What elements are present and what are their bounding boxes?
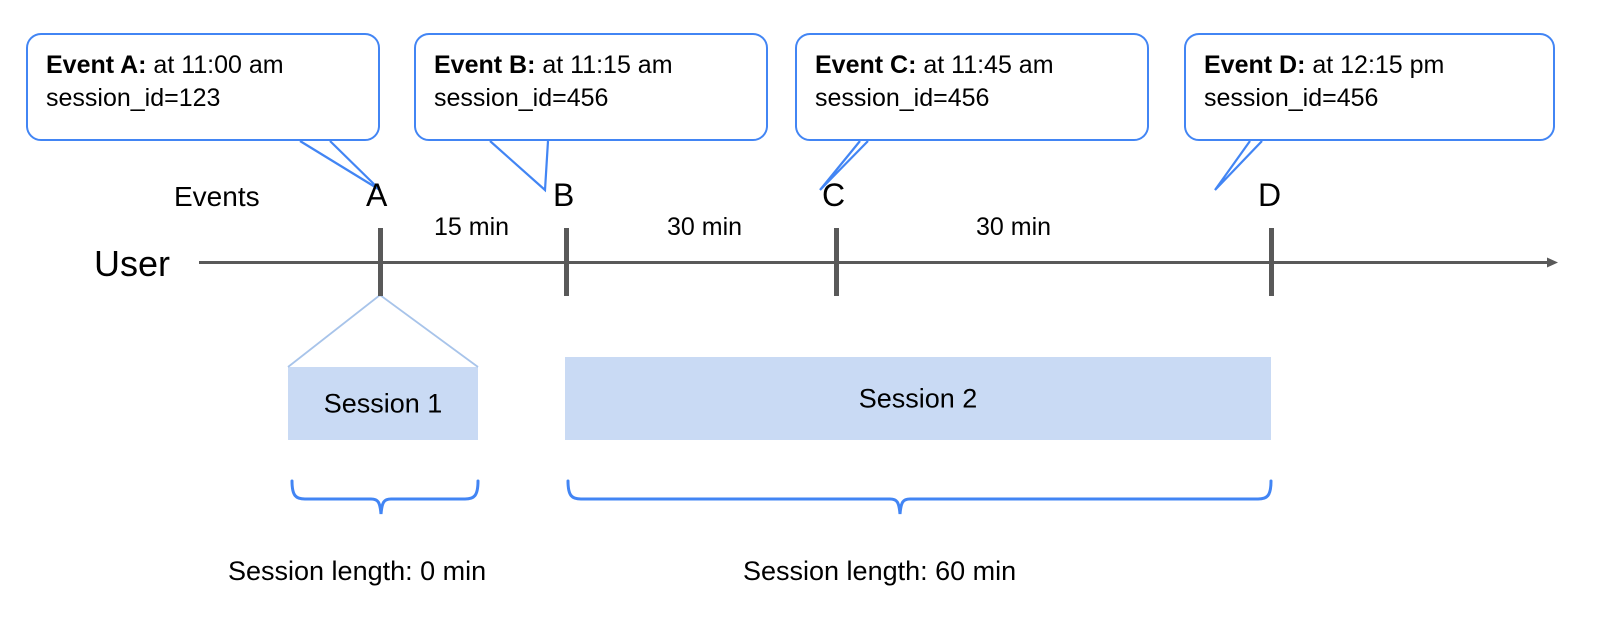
callout-b-session-id: session_id=456 (434, 84, 609, 113)
timeline-axis (199, 261, 1489, 264)
tick-mark-c (834, 228, 839, 296)
callout-c-time: at 11:45 am (916, 51, 1054, 79)
callout-tail-d (1214, 140, 1263, 191)
session1-funnel (287, 293, 479, 368)
event-marker-label-b: B (553, 177, 575, 213)
session-length-label-1: Session length: 0 min (228, 556, 487, 586)
callout-c-title: Event C: (815, 51, 917, 79)
event-marker-label-a: A (366, 177, 388, 213)
interval-label-a-b: 15 min (434, 213, 510, 241)
callout-b-title: Event B: (434, 51, 536, 79)
session-bar-1-label: Session 1 (323, 388, 443, 418)
callout-d-title: Event D: (1204, 51, 1306, 79)
tick-mark-a (378, 228, 383, 296)
tick-mark-b (564, 228, 569, 296)
callout-event-a[interactable]: Event A: at 11:00 am session_id=123 (26, 33, 380, 141)
session-length-label-2: Session length: 60 min (743, 556, 1017, 586)
callout-tail-b (489, 140, 550, 193)
event-marker-label-c: C (822, 177, 846, 213)
interval-label-c-d: 30 min (976, 213, 1052, 241)
callout-event-d[interactable]: Event D: at 12:15 pm session_id=456 (1184, 33, 1555, 141)
callout-a-session-id: session_id=123 (46, 84, 221, 113)
callout-event-b[interactable]: Event B: at 11:15 am session_id=456 (414, 33, 768, 141)
callout-b-line1: Event B: at 11:15 am (434, 51, 673, 79)
event-marker-label-d: D (1258, 177, 1282, 213)
callout-a-title: Event A: (46, 51, 147, 79)
session-bar-2-label: Session 2 (858, 383, 978, 413)
tick-mark-d (1269, 228, 1274, 296)
callout-c-session-id: session_id=456 (815, 84, 990, 113)
session-bar-2[interactable]: Session 2 (565, 357, 1271, 440)
callout-c-line1: Event C: at 11:45 am (815, 51, 1054, 79)
callout-a-line1: Event A: at 11:00 am (46, 51, 284, 79)
session-bar-1[interactable]: Session 1 (288, 367, 478, 440)
callout-b-time: at 11:15 am (535, 51, 673, 79)
session2-brace (566, 479, 1273, 515)
callout-event-c[interactable]: Event C: at 11:45 am session_id=456 (795, 33, 1149, 141)
callout-d-time: at 12:15 pm (1305, 51, 1445, 79)
lane-label-events: Events (174, 181, 260, 212)
lane-label-user: User (94, 243, 171, 284)
callout-d-session-id: session_id=456 (1204, 84, 1379, 113)
callout-d-line1: Event D: at 12:15 pm (1204, 51, 1444, 79)
interval-label-b-c: 30 min (667, 213, 743, 241)
session1-brace (290, 479, 480, 515)
callout-a-time: at 11:00 am (146, 51, 284, 79)
